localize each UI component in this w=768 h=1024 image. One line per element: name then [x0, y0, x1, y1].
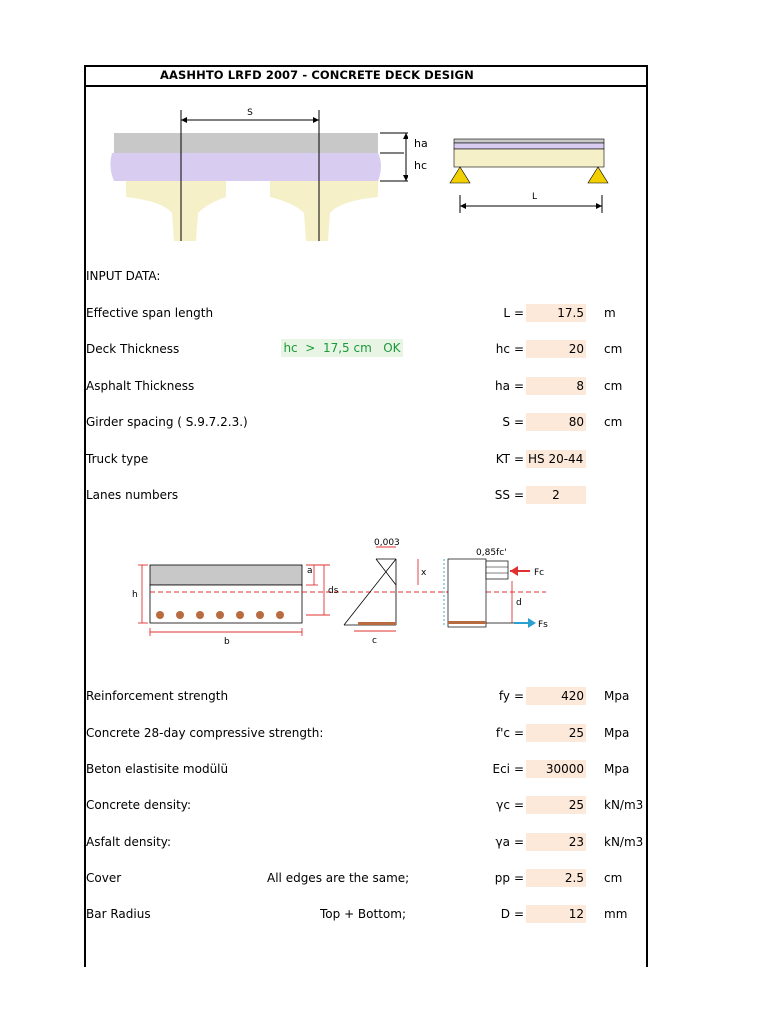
row-label: Concrete 28-day compressive strength:: [86, 726, 324, 740]
row-symbol: hc: [495, 342, 510, 356]
label-stress: 0,85fc': [476, 548, 507, 558]
row-label: Effective span length: [86, 306, 214, 320]
row-unit: cm: [604, 871, 623, 885]
row-unit: kN/m3: [604, 798, 644, 812]
row-label: Concrete density:: [86, 798, 192, 812]
row-note: Top + Bottom;: [320, 907, 406, 921]
spreadsheet-sheet: AASHHTO LRFD 2007 - CONCRETE DECK DESIGN…: [84, 65, 648, 967]
row-label: Reinforcement strength: [86, 689, 229, 703]
equals-sign: =: [514, 689, 525, 703]
row-symbol: γc: [496, 798, 510, 812]
section-stress-diagram: h b a ds 0,003 c x 0,85fc': [132, 538, 548, 647]
input-asphalt-thickness[interactable]: 8: [526, 377, 586, 395]
equals-sign: =: [514, 798, 525, 812]
row-symbol: pp: [494, 871, 510, 885]
input-deck-thickness[interactable]: 20: [526, 340, 586, 358]
row-symbol: f'c: [495, 726, 510, 740]
page-title: AASHHTO LRFD 2007 - CONCRETE DECK DESIGN: [160, 68, 474, 82]
section-input-heading: INPUT DATA:: [86, 269, 161, 283]
row-label: Cover: [86, 871, 122, 885]
row-symbol: γa: [495, 835, 510, 849]
equals-sign: =: [514, 871, 525, 885]
input-concrete-strength[interactable]: 25: [526, 724, 586, 742]
label-d: d: [516, 598, 522, 608]
label-ha: ha: [414, 137, 428, 150]
row-label: Truck type: [86, 452, 149, 466]
input-span-length[interactable]: 17.5: [526, 304, 586, 322]
input-reinforcement-strength[interactable]: 420: [526, 687, 586, 705]
input-lanes-number[interactable]: 2: [526, 486, 586, 504]
row-label: Bar Radius: [86, 907, 151, 921]
equals-sign: =: [514, 488, 525, 502]
row-symbol: ha: [495, 379, 510, 393]
label-h: h: [132, 590, 138, 600]
input-girder-spacing[interactable]: 80: [526, 413, 586, 431]
row-symbol: fy: [498, 689, 510, 703]
label-strain: 0,003: [374, 538, 400, 548]
row-symbol: S: [502, 415, 510, 429]
deck-thickness-check: hc > 17,5 cm OK: [281, 339, 403, 357]
row-label: Deck Thickness: [86, 342, 180, 356]
input-elastic-modulus[interactable]: 30000: [526, 760, 586, 778]
label-fc: Fc: [534, 568, 544, 578]
label-a: a: [307, 566, 313, 576]
row-label: Asphalt Thickness: [86, 379, 195, 393]
label-hc: hc: [414, 159, 428, 172]
row-unit: cm: [604, 415, 623, 429]
label-fs: Fs: [538, 620, 548, 630]
input-concrete-density[interactable]: 25: [526, 796, 586, 814]
row-unit: Mpa: [604, 689, 630, 703]
input-cover[interactable]: 2.5: [526, 869, 586, 887]
row-symbol: Eci: [492, 762, 510, 776]
row-unit: mm: [604, 907, 628, 921]
label-x: x: [421, 568, 427, 578]
row-symbol: KT: [495, 452, 510, 466]
row-label: Beton elastisite modülü: [86, 762, 229, 776]
title-row: AASHHTO LRFD 2007 - CONCRETE DECK DESIGN: [86, 67, 646, 87]
label-b: b: [224, 637, 230, 647]
input-bar-radius[interactable]: 12: [526, 905, 586, 923]
equals-sign: =: [514, 306, 525, 320]
equals-sign: =: [514, 379, 525, 393]
row-label: Lanes numbers: [86, 488, 179, 502]
row-label: Girder spacing ( S.9.7.2.3.): [86, 415, 248, 429]
row-note: All edges are the same;: [267, 871, 410, 885]
beam-diagram: [449, 138, 609, 213]
input-asphalt-density[interactable]: 23: [526, 833, 586, 851]
row-unit: cm: [604, 342, 623, 356]
label-c: c: [372, 636, 377, 646]
row-unit: Mpa: [604, 726, 630, 740]
label-ds: ds: [328, 586, 339, 596]
row-unit: Mpa: [604, 762, 630, 776]
equals-sign: =: [514, 726, 525, 740]
row-unit: kN/m3: [604, 835, 644, 849]
input-truck-type[interactable]: HS 20-44: [526, 450, 586, 468]
row-unit: m: [604, 306, 616, 320]
row-symbol: L: [503, 306, 510, 320]
row-unit: cm: [604, 379, 623, 393]
equals-sign: =: [514, 835, 525, 849]
row-label: Asfalt density:: [86, 835, 172, 849]
equals-sign: =: [514, 342, 525, 356]
equals-sign: =: [514, 907, 525, 921]
label-s: S: [247, 108, 253, 118]
row-symbol: D: [500, 907, 510, 921]
equals-sign: =: [514, 415, 525, 429]
deck-section-diagram: S: [110, 108, 408, 241]
row-symbol: SS: [494, 488, 510, 502]
equals-sign: =: [514, 452, 525, 466]
label-l: L: [532, 192, 538, 202]
equals-sign: =: [514, 762, 525, 776]
